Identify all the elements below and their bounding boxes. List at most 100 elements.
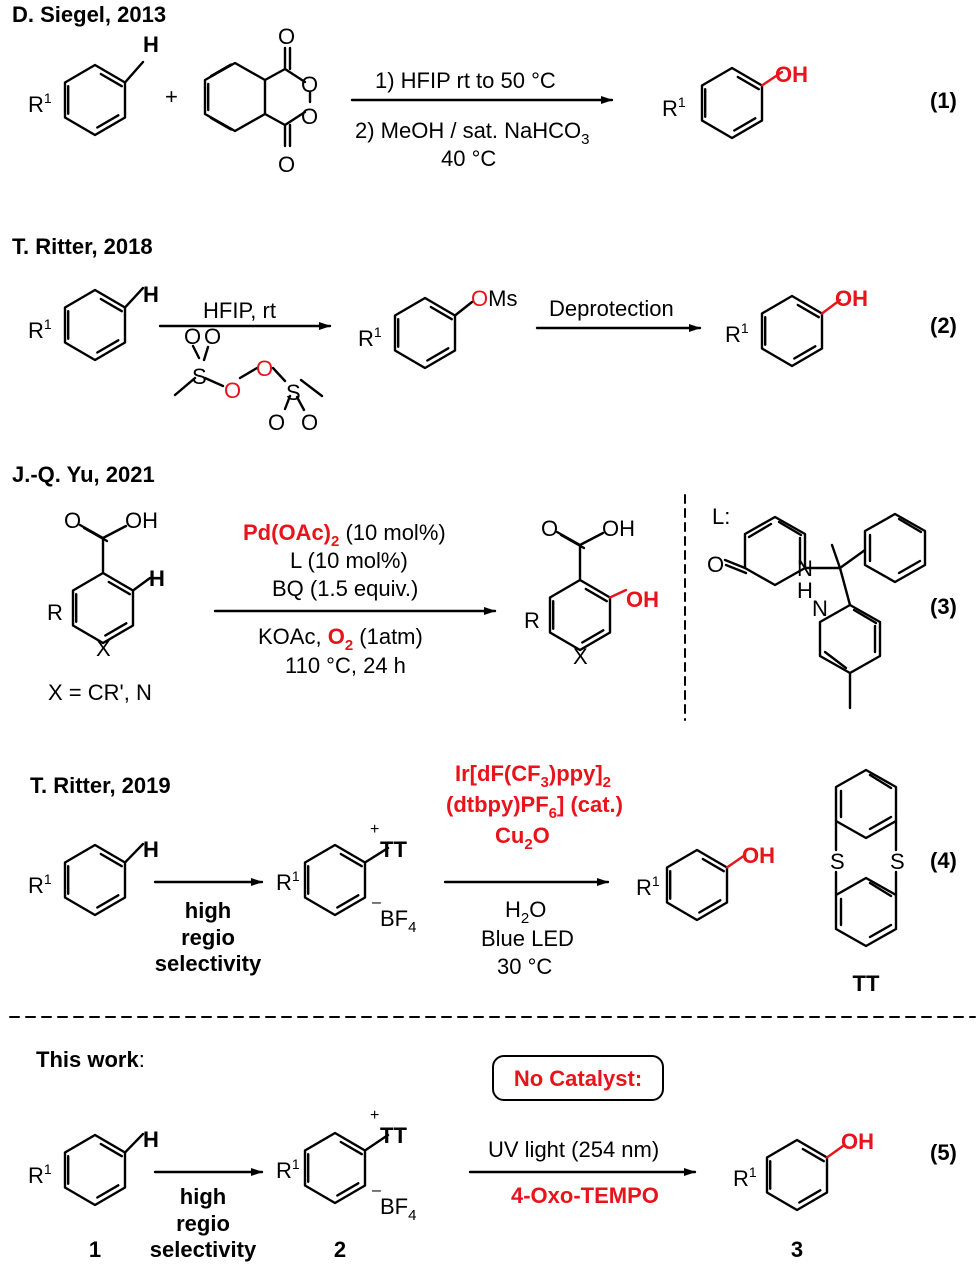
s3-bq: BQ (1.5 equiv.): [272, 576, 418, 601]
s2-o-3: O: [268, 410, 285, 435]
s4-plus: +: [370, 821, 379, 838]
s4-selectivity-3: selectivity: [155, 951, 262, 976]
s1-phthaloyl-peroxide: [203, 46, 312, 148]
s4-h-label: H: [143, 837, 159, 862]
s3-ligand-o: O: [707, 552, 724, 577]
s5-h-label: H: [143, 1127, 159, 1152]
s1-o-top: O: [278, 24, 295, 49]
s2-o-4: O: [301, 410, 318, 435]
s3-ligand-loading: L (10 mol%): [290, 548, 408, 573]
s3-ligand-label: L:: [712, 504, 730, 529]
s3-acid-oh: OH: [125, 508, 158, 533]
s4-tt-s-left: S: [830, 849, 845, 874]
s2-cond-2: Deprotection: [549, 296, 674, 321]
s3-benzoic-acid: [71, 523, 152, 645]
s3-product: [548, 530, 612, 652]
s2-o-1: O: [184, 324, 201, 349]
s2-o-2: O: [204, 324, 221, 349]
s3-catalyst: Pd(OAc)2 (10 mol%): [243, 520, 446, 550]
s5-tt: TT: [380, 1123, 407, 1148]
s3-prod-o: O: [541, 516, 558, 541]
s4-title: T. Ritter, 2019: [30, 773, 171, 798]
s5-badge-text: No Catalyst:: [514, 1066, 642, 1091]
s1-oh: OH: [775, 62, 808, 87]
s1-o-bottom: O: [278, 152, 295, 177]
s5-r1-label: R1: [28, 1161, 52, 1188]
s5-r1-salt: R1: [276, 1156, 300, 1183]
s4-r1-product: R1: [636, 873, 660, 900]
s4-cat-2: (dtbpy)PF6] (cat.): [446, 792, 623, 822]
s4-selectivity-1: high: [185, 898, 231, 923]
s2-cond-1: HFIP, rt: [203, 298, 276, 323]
s2-o-peroxide-2: O: [256, 356, 273, 381]
s1-cond-3: 40 °C: [441, 146, 496, 171]
s5-eq-number: (5): [930, 1140, 957, 1165]
s5-selectivity-1: high: [180, 1184, 226, 1209]
s2-aryl-mesylate: [393, 296, 474, 370]
s4-minus: –: [372, 894, 381, 911]
s4-bf4: BF4: [380, 906, 416, 936]
s5-minus: –: [372, 1182, 381, 1199]
s1-eq-number: (1): [930, 88, 957, 113]
s3-ligand-nh-h: H: [797, 578, 813, 603]
s1-r1-product: R1: [662, 94, 686, 121]
s3-eq-number: (3): [930, 594, 957, 619]
s5-arene: [63, 1132, 145, 1207]
s5-phenol: [765, 1138, 829, 1212]
s1-cond-1: 1) HFIP rt to 50 °C: [375, 68, 556, 93]
s4-led: Blue LED: [481, 926, 574, 951]
s1-o-peroxide-1: O: [301, 72, 318, 97]
s5-selectivity-3: selectivity: [150, 1237, 257, 1262]
s3-x-definition: X = CR', N: [48, 680, 152, 705]
s3-ligand-pyridine-n: N: [812, 596, 828, 621]
s3-r-label: R: [47, 600, 63, 625]
s4-aryl-tt-salt: [303, 843, 390, 917]
s4-eq-number: (4): [930, 848, 957, 873]
s2-s-1: S: [192, 364, 207, 389]
s3-temp: 110 °C, 24 h: [285, 653, 406, 678]
s1-h-label: H: [143, 32, 159, 57]
s3-ligand-nh: N: [797, 556, 813, 581]
s2-arene: [63, 286, 145, 362]
s5-cond-1: UV light (254 nm): [488, 1137, 659, 1162]
s1-cond-2: 2) MeOH / sat. NaHCO3: [355, 118, 590, 148]
s2-phenol: [760, 294, 824, 368]
s5-compound-2: 2: [334, 1237, 346, 1262]
s5-compound-3: 3: [791, 1237, 803, 1262]
s3-prod-oh: OH: [602, 516, 635, 541]
s3-acid-o: O: [64, 508, 81, 533]
s5-cond-2: 4-Oxo-TEMPO: [511, 1183, 659, 1208]
s5-selectivity-2: regio: [176, 1211, 230, 1236]
s2-h-label: H: [143, 282, 159, 307]
s4-tt-s-right: S: [890, 849, 905, 874]
s4-arene: [63, 842, 145, 917]
s5-aryl-tt-salt: [303, 1131, 390, 1205]
s3-ligand: [723, 512, 927, 710]
s2-eq-number: (2): [930, 313, 957, 338]
s3-x-label: X: [96, 636, 111, 661]
s2-oms: OMs: [471, 286, 517, 311]
s5-compound-1: 1: [89, 1237, 101, 1262]
s4-thianthrene: [834, 768, 898, 948]
s4-selectivity-2: regio: [181, 925, 235, 950]
s2-oh: OH: [835, 286, 868, 311]
no-catalyst-badge: [492, 1055, 664, 1101]
s2-o-peroxide-1: O: [224, 378, 241, 403]
s1-o-peroxide-2: O: [301, 104, 318, 129]
s3-prod-new-oh: OH: [626, 587, 659, 612]
s2-mesyl-peroxide: [173, 344, 324, 412]
s4-cat-1: Ir[dF(CF3)ppy]2: [455, 761, 611, 791]
s2-r1-product: R1: [725, 320, 749, 347]
s4-phenol: [665, 848, 729, 922]
s5-title: This work:: [36, 1047, 145, 1072]
s4-r1-label: R1: [28, 871, 52, 898]
s5-oh: OH: [841, 1129, 874, 1154]
s4-cat-3: Cu2O: [495, 823, 550, 853]
s4-oh: OH: [742, 843, 775, 868]
s1-r1-label: R1: [28, 90, 52, 117]
s1-title: D. Siegel, 2013: [12, 2, 166, 27]
s1-arene: [63, 60, 145, 137]
s2-r1-label: R1: [28, 316, 52, 343]
s2-s-2: S: [286, 380, 301, 405]
